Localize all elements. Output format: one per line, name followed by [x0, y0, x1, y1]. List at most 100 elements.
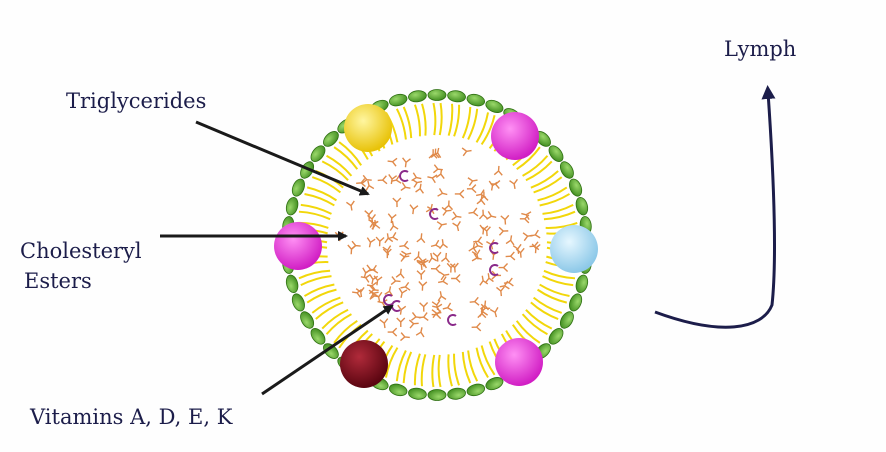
phospholipid-tail: [542, 275, 574, 287]
triglyceride-icon: [476, 195, 486, 206]
triglyceride-icon: [478, 209, 488, 220]
phospholipid-icon: [466, 93, 486, 107]
triglyceride-icon: [490, 180, 501, 189]
apolipoproteins: [274, 104, 598, 388]
triglyceride-icon: [467, 177, 478, 187]
cholesteryl-label-line2: Esters: [24, 269, 92, 293]
triglyceride-icon: [480, 303, 491, 313]
triglyceride-icon: [505, 235, 515, 246]
triglyceride-icon: [416, 233, 426, 244]
phospholipid-icon: [310, 145, 326, 162]
triglyceride-icon: [428, 252, 438, 264]
phospholipid-tail: [542, 203, 574, 215]
triglyceride-icon: [472, 240, 483, 250]
triglyceride-icon: [409, 204, 419, 215]
triglyceride-icon: [449, 262, 459, 273]
phospholipid-icon: [408, 387, 427, 400]
triglyceride-icon: [521, 211, 532, 220]
phospholipid-tail: [437, 354, 442, 388]
phospholipid-tail: [447, 354, 453, 387]
vitamin-icon: [399, 170, 409, 182]
triglyceride-icon: [398, 287, 408, 298]
triglyceride-icon: [430, 264, 441, 274]
triglyceride-icon: [425, 203, 435, 215]
triglyceride-icon: [369, 274, 379, 285]
triglyceride-icon: [360, 273, 371, 283]
triglyceride-icon: [408, 319, 419, 329]
triglyceride-icon: [410, 311, 421, 321]
phospholipid-icon: [408, 90, 427, 103]
triglyceride-icon: [415, 183, 425, 194]
phospholipid-tail: [300, 275, 332, 287]
phospholipid-tail: [533, 176, 563, 194]
triglyceride-icon: [395, 268, 405, 279]
triglyceride-icon: [509, 178, 518, 189]
triglyceride-icon: [496, 286, 505, 297]
triglyceride-icon: [392, 197, 402, 208]
phospholipid-tail: [315, 301, 344, 320]
triglyceride-icon: [440, 252, 450, 263]
triglyceride-icon: [402, 157, 411, 168]
triglyceride-icon: [461, 147, 472, 157]
phospholipid-tail: [395, 108, 407, 140]
triglyceride-icon: [366, 237, 376, 248]
triglyceride-icon: [436, 221, 447, 230]
phospholipid-tail: [298, 269, 331, 280]
triglyceride-icon: [486, 211, 497, 220]
phospholipid-icon: [285, 196, 299, 216]
phospholipid-tail: [475, 112, 490, 143]
triglyceride-icon: [531, 243, 541, 254]
phospholipid-tail: [311, 176, 342, 194]
phospholipid-icon: [447, 90, 466, 103]
triglyceride-icon: [469, 296, 480, 306]
lymph-label: Lymph: [724, 37, 797, 61]
phospholipid-tail: [333, 146, 359, 170]
phospholipid-icon: [575, 274, 589, 294]
phospholipid-tail: [521, 313, 548, 336]
phospholipid-icon: [310, 328, 326, 345]
phospholipid-tail: [530, 170, 559, 189]
phospholipid-tail: [321, 160, 349, 181]
triglyceride-icon: [428, 149, 438, 159]
vitamin-icon: [489, 264, 499, 276]
triglyceride-icon: [384, 233, 394, 244]
triglyceride-icon: [400, 281, 411, 291]
triglyceride-icon: [356, 178, 366, 188]
triglyceride-icon: [387, 327, 398, 337]
phospholipid-tail: [525, 160, 553, 182]
phospholipid-tail: [539, 193, 571, 207]
phospholipid-icon: [466, 383, 486, 397]
cholesteryl-esters-label: Cholesteryl Esters: [20, 236, 142, 296]
triglyceride-icon: [382, 245, 392, 256]
triglyceride-icon: [468, 207, 479, 217]
triglyceride-icon: [479, 224, 489, 235]
triglyceride-icon: [413, 251, 423, 262]
triglyceride-icon: [451, 211, 462, 221]
phospholipid-tail: [325, 313, 352, 335]
vitamins-label: Vitamins A, D, E, K: [30, 405, 233, 429]
triglyceride-icon: [441, 206, 452, 216]
triglyceride-icon: [416, 269, 426, 280]
triglyceride-icon: [400, 332, 410, 342]
lymph-arrow: [654, 85, 777, 329]
phospholipid-tail: [545, 222, 578, 229]
apolipoprotein-icon: [550, 225, 598, 273]
phospholipid-icon: [427, 89, 447, 101]
triglyceride-icon: [368, 264, 379, 274]
triglyceride-icon: [479, 275, 489, 286]
phospholipid-icon: [427, 389, 447, 401]
triglyceride-icon: [389, 220, 399, 232]
triglyceride-icon: [500, 214, 510, 225]
triglyceride-icon: [468, 242, 478, 254]
triglyceride-icon: [505, 251, 516, 261]
triglyceride-icon: [437, 276, 449, 286]
phospholipid-tail: [467, 108, 479, 140]
triglyceride-icon: [471, 322, 482, 332]
triglyceride-icon: [418, 281, 428, 291]
phospholipid-tail: [413, 353, 421, 386]
triglyceride-icon: [431, 299, 441, 311]
triglycerides-arrow: [195, 120, 370, 196]
apolipoprotein-icon: [491, 112, 539, 160]
phospholipid-tail: [453, 104, 461, 137]
